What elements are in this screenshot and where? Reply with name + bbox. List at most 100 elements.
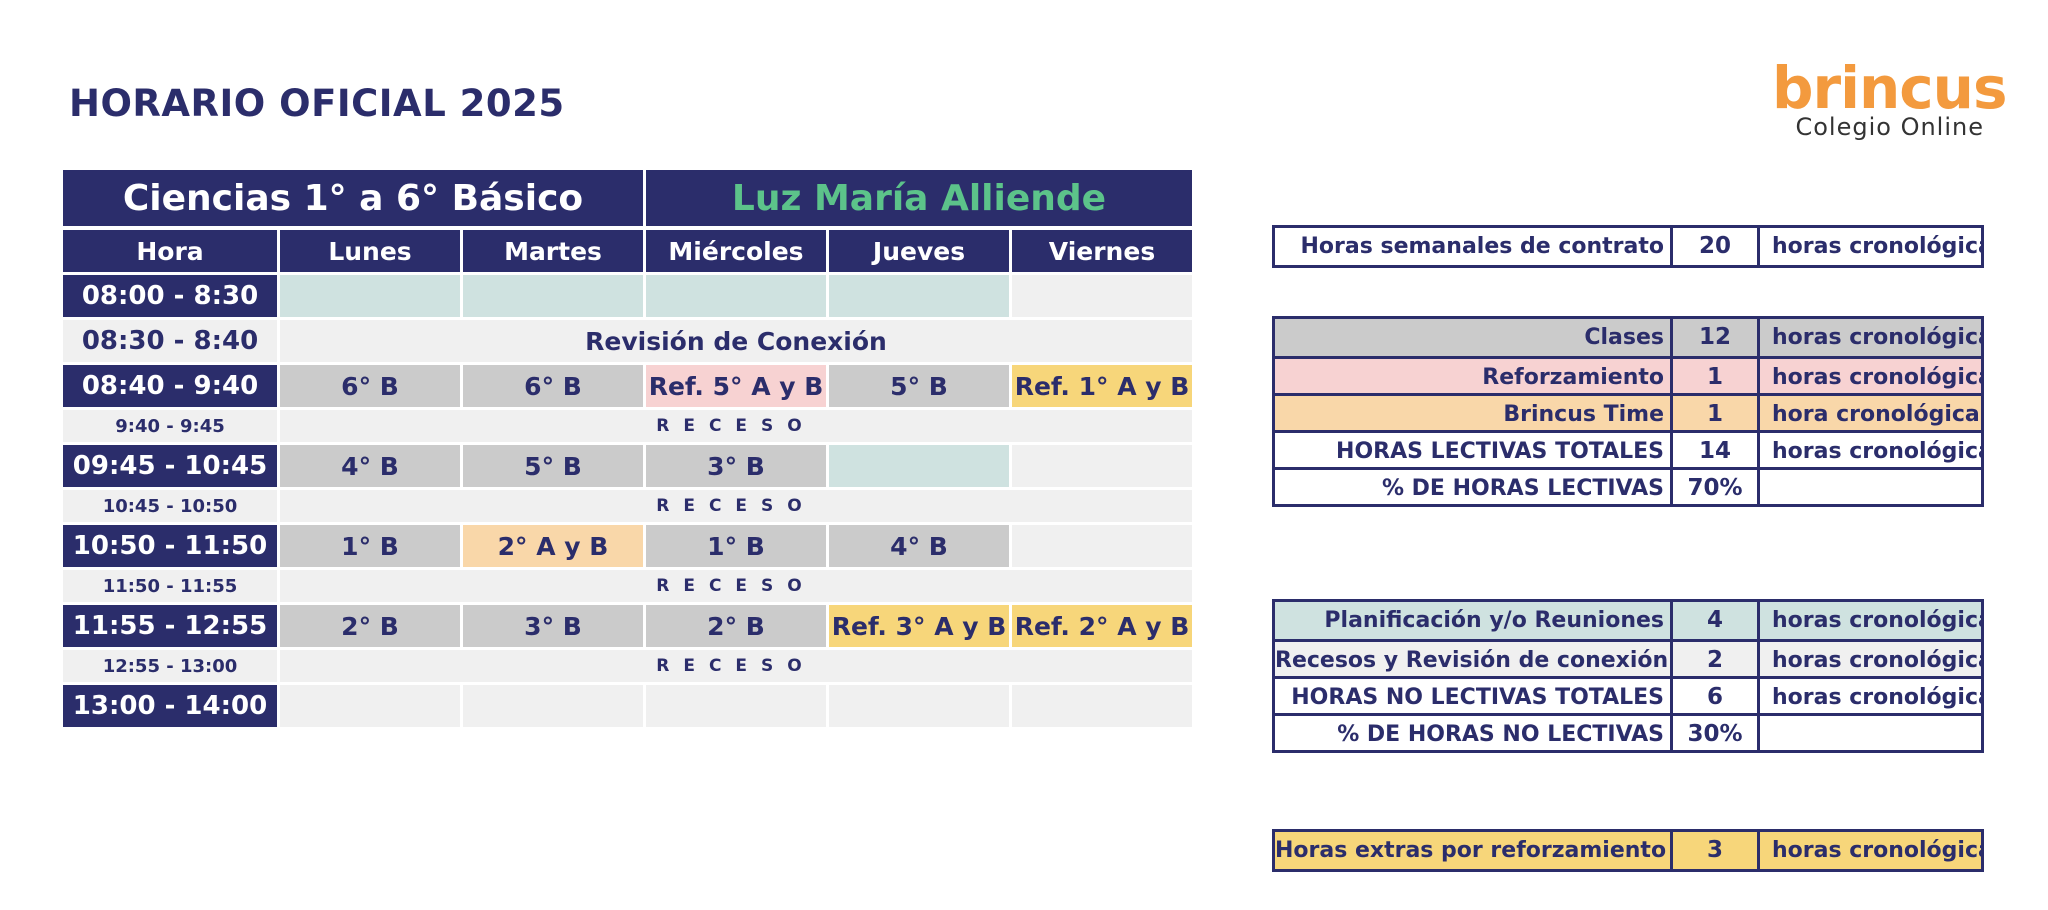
summary-unit <box>1760 716 1981 750</box>
summary-unit: horas cronológicas <box>1772 439 1981 464</box>
summary-label: Planificación y/o Reuniones <box>1324 608 1664 633</box>
time-slot: 13:00 - 14:00 <box>63 685 277 727</box>
time-slot: 09:45 - 10:45 <box>63 445 277 487</box>
summary-unit: horas cronológicas <box>1772 648 1981 673</box>
schedule-cell: 5° B <box>463 445 643 487</box>
column-header-5: Viernes <box>1012 230 1192 272</box>
recess-band: RECESO <box>280 490 1192 522</box>
course-header: Ciencias 1° a 6° Básico <box>63 170 643 226</box>
time-slot: 12:55 - 13:00 <box>63 650 277 682</box>
time-slot: 10:50 - 11:50 <box>63 525 277 567</box>
summary-label: Horas extras por reforzamiento <box>1275 838 1667 863</box>
column-header-2: Martes <box>463 230 643 272</box>
column-header-4: Jueves <box>829 230 1009 272</box>
schedule-cell: Ref. 2° A y B <box>1012 605 1192 647</box>
time-slot: 9:40 - 9:45 <box>63 410 277 442</box>
schedule-cell: Ref. 3° A y B <box>829 605 1009 647</box>
summary-value: 1 <box>1670 396 1760 430</box>
time-slot: 08:00 - 8:30 <box>63 275 277 317</box>
time-slot: 11:50 - 11:55 <box>63 570 277 602</box>
time-slot: 10:45 - 10:50 <box>63 490 277 522</box>
summary-unit: horas cronológicas <box>1772 234 1981 259</box>
teacher-name-header: Luz María Alliende <box>646 170 1192 226</box>
time-slot: 08:40 - 9:40 <box>63 365 277 407</box>
column-header-3: Miércoles <box>646 230 826 272</box>
brincus-logo: brincus Colegio Online <box>1772 54 2008 141</box>
schedule-cell <box>1012 685 1192 727</box>
schedule-cell <box>646 275 826 317</box>
schedule-cell <box>463 275 643 317</box>
schedule-cell <box>1012 275 1192 317</box>
schedule-cell: 1° B <box>280 525 460 567</box>
summary-unit <box>1760 470 1981 504</box>
schedule-cell: Ref. 1° A y B <box>1012 365 1192 407</box>
column-header-0: Hora <box>63 230 277 272</box>
time-slot: 11:55 - 12:55 <box>63 605 277 647</box>
summary-value: 12 <box>1670 319 1760 356</box>
summary-value: 14 <box>1670 433 1760 467</box>
logo-subtitle: Colegio Online <box>1795 113 1984 141</box>
schedule-cell: 6° B <box>463 365 643 407</box>
schedule-cell <box>280 275 460 317</box>
schedule-cell: Ref. 5° A y B <box>646 365 826 407</box>
summary-label: Brincus Time <box>1503 402 1664 427</box>
summary-unit: hora cronológica <box>1772 402 1980 427</box>
summary-unit: horas cronológicas <box>1772 365 1981 390</box>
summary-label: Reforzamiento <box>1482 365 1664 390</box>
summary-label: Clases <box>1584 325 1664 350</box>
schedule-cell: 3° B <box>646 445 826 487</box>
summary-value: 20 <box>1670 228 1760 265</box>
schedule-cell <box>1012 445 1192 487</box>
summary-value: 1 <box>1670 359 1760 393</box>
schedule-cell: 2° B <box>646 605 826 647</box>
summary-value: 70% <box>1670 470 1760 504</box>
logo-brand: brincus <box>1772 54 2008 122</box>
summary-value: 6 <box>1670 679 1760 713</box>
recess-band: RECESO <box>280 570 1192 602</box>
summary-value: 2 <box>1670 642 1760 676</box>
schedule-cell: 6° B <box>280 365 460 407</box>
time-slot: 08:30 - 8:40 <box>63 320 277 362</box>
summary-value: 30% <box>1670 716 1760 750</box>
schedule-cell: 4° B <box>280 445 460 487</box>
summary-unit: horas cronológicas <box>1772 608 1981 633</box>
schedule-cell: 4° B <box>829 525 1009 567</box>
schedule-cell <box>646 685 826 727</box>
schedule-cell <box>280 685 460 727</box>
summary-unit: horas cronológicas <box>1772 685 1981 710</box>
schedule-cell <box>829 445 1009 487</box>
schedule-cell: 1° B <box>646 525 826 567</box>
schedule-cell <box>829 685 1009 727</box>
summary-label: HORAS NO LECTIVAS TOTALES <box>1291 685 1664 710</box>
schedule-cell: 2° A y B <box>463 525 643 567</box>
summary-label: % DE HORAS NO LECTIVAS <box>1337 722 1664 747</box>
summary-value: 4 <box>1670 602 1760 639</box>
schedule-cell <box>463 685 643 727</box>
summary-label: HORAS LECTIVAS TOTALES <box>1336 439 1664 464</box>
connection-review-band: Revisión de Conexión <box>280 320 1192 362</box>
summary-unit: horas cronológicas <box>1772 838 1981 863</box>
schedule-cell: 3° B <box>463 605 643 647</box>
schedule-cell: 5° B <box>829 365 1009 407</box>
summary-unit: horas cronológicas <box>1772 325 1981 350</box>
recess-band: RECESO <box>280 410 1192 442</box>
summary-label: Recesos y Revisión de conexión <box>1275 648 1669 673</box>
page-title: HORARIO OFICIAL 2025 <box>69 82 565 125</box>
summary-label: Horas semanales de contrato <box>1300 234 1664 259</box>
